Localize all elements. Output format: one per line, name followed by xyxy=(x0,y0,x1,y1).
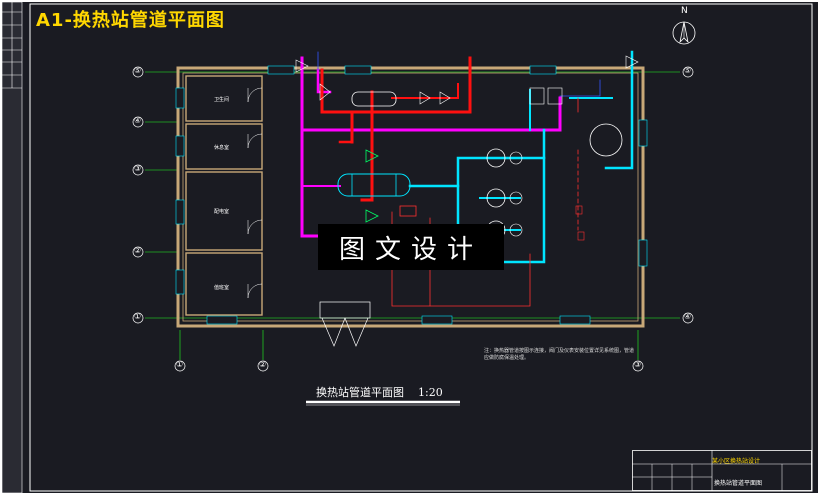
title-block-project: 某小区换热站设计 xyxy=(712,458,761,465)
axis-label: ④ xyxy=(684,312,692,321)
binding-strip xyxy=(1,1,23,494)
sheet-title: A1-换热站管道平面图 xyxy=(36,10,225,31)
north-label: N xyxy=(681,6,688,16)
room-label: 配电室 xyxy=(214,209,230,215)
drawing-scale: 1:20 xyxy=(418,386,443,399)
design-notes: 注：换热器管道按图示连接，阀门及仪表安装位置详见系统图，管道应做防腐保温处理。 xyxy=(484,348,635,361)
drawing-caption: 换热站管道平面图 1:20 xyxy=(316,384,443,400)
axis-bubbles xyxy=(132,66,694,372)
axis-label: ⑤ xyxy=(134,66,142,75)
axis-label: ② xyxy=(259,360,267,369)
axis-label: ③ xyxy=(134,164,142,173)
room-label: 卫生间 xyxy=(214,97,230,103)
drawing-caption-title: 换热站管道平面图 xyxy=(316,386,404,399)
equipment xyxy=(295,55,639,241)
title-block xyxy=(632,450,812,491)
room-label: 休息室 xyxy=(214,145,230,151)
room-label: 值班室 xyxy=(214,285,230,291)
watermark: 图文设计 xyxy=(318,224,504,270)
axis-label: ① xyxy=(134,312,142,321)
axis-label: ③ xyxy=(634,360,642,369)
north-arrow-icon xyxy=(672,21,696,45)
axis-label: ① xyxy=(176,360,184,369)
title-block-drawing-name: 换热站管道平面图 xyxy=(714,480,763,487)
axis-label: ⑤ xyxy=(684,66,692,75)
drawing-frame xyxy=(29,3,813,492)
building-walls xyxy=(175,65,648,347)
axis-label: ② xyxy=(134,246,142,255)
caption-underline xyxy=(306,400,460,406)
axis-label: ④ xyxy=(134,116,142,125)
